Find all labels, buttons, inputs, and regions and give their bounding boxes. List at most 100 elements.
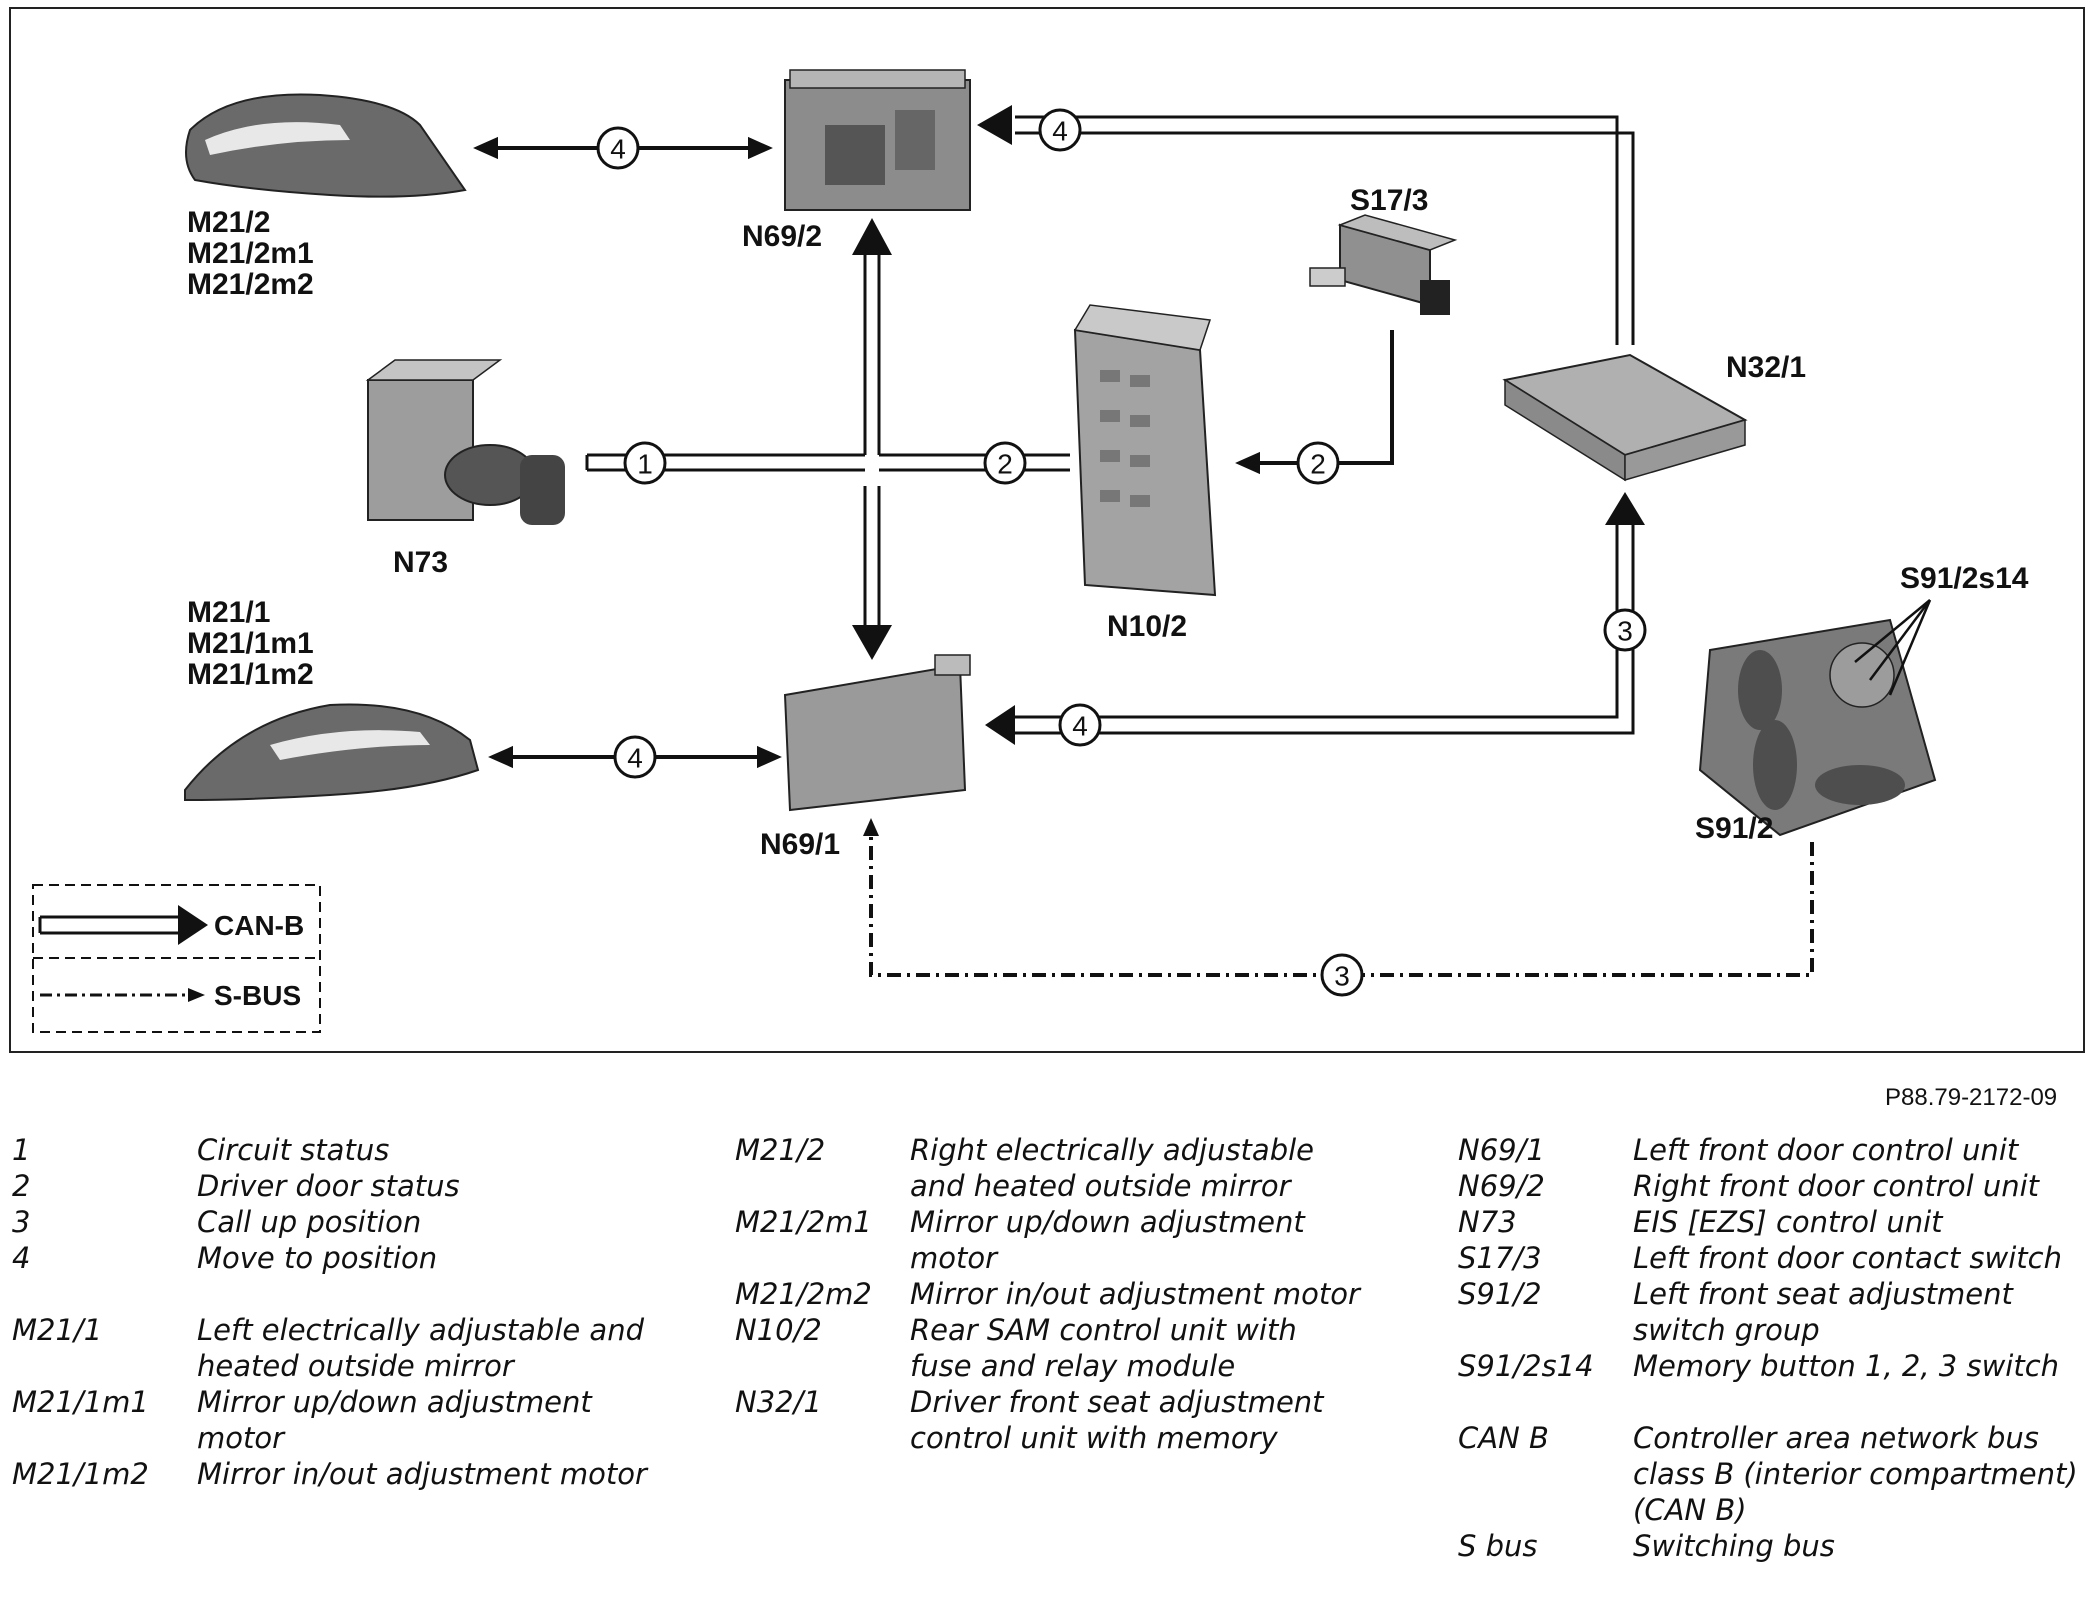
legend-key: 4	[12, 1241, 31, 1275]
network-diagram: 4 4 1 2 2 3 4 4 3	[9, 7, 2085, 1053]
legend-description: Call up position	[197, 1204, 657, 1240]
legend-description-line: and heated outside mirror	[910, 1169, 1291, 1203]
legend-description-line: Right front door control unit	[1633, 1169, 2040, 1203]
can-b-line-n32-n69-1	[1015, 525, 1635, 735]
n69-1-unit-icon	[783, 654, 971, 812]
can-b-line-n32-n69-2	[1015, 115, 1635, 345]
label-m21-2m1: M21/2m1	[187, 237, 314, 270]
legend-key: S bus	[1458, 1529, 1538, 1563]
legend-description-line: Circuit status	[197, 1133, 390, 1167]
label-m21-1m2: M21/1m2	[187, 658, 314, 691]
legend-description-line: Left front door control unit	[1633, 1133, 2019, 1167]
connector-4-a: 4	[610, 134, 626, 165]
legend-key: M21/2m2	[735, 1277, 872, 1311]
arrowhead-s-bus	[863, 818, 879, 836]
legend-description: Mirror in/out adjustment motor	[910, 1276, 1370, 1312]
legend-description-line: Call up position	[197, 1205, 422, 1239]
legend-entry: S bus Switching bus	[1458, 1528, 2093, 1564]
can-b-line-horizontal	[585, 453, 1070, 472]
legend-description-line: Controller area network bus	[1633, 1421, 2039, 1455]
legend-description-line: EIS [EZS] control unit	[1633, 1205, 1943, 1239]
legend-description-line: (CAN B)	[1633, 1493, 1747, 1527]
label-s17-3: S17/3	[1350, 184, 1428, 217]
connector-1: 1	[637, 449, 653, 480]
legend-description-line: Mirror up/down adjustment	[197, 1385, 592, 1419]
legend-description-line: Switching bus	[1633, 1529, 1835, 1563]
label-n32-1: N32/1	[1726, 351, 1806, 384]
connector-circles: 4 4 1 2 2 3 4 4 3	[596, 108, 1647, 997]
legend-description-line: motor	[197, 1421, 285, 1455]
mirror-left-icon	[184, 703, 480, 802]
connector-3-b: 3	[1334, 961, 1350, 992]
legend-key: N10/2	[735, 1313, 822, 1347]
arrowhead-n32-up	[1605, 492, 1645, 525]
label-m21-2m2: M21/2m2	[187, 268, 314, 301]
legend-description-line: Mirror in/out adjustment motor	[197, 1457, 647, 1491]
label-m21-1m1: M21/1m1	[187, 627, 314, 660]
legend-entry: 2 Driver door status	[12, 1168, 657, 1204]
connector-3-a: 3	[1617, 616, 1633, 647]
arrowhead-n69-1-down	[852, 625, 892, 660]
s-bus-line	[869, 830, 1814, 977]
legend-key: N32/1	[735, 1385, 822, 1419]
arrowhead-n69-2-right	[977, 105, 1012, 145]
connector-4-d: 4	[627, 743, 643, 774]
legend-description: Mirror in/out adjustment motor	[197, 1456, 657, 1492]
arrowhead-e	[1235, 451, 1260, 475]
legend-can-b: CAN-B	[214, 910, 304, 941]
s91-2s14-pointers	[1854, 599, 1932, 696]
arrowhead-c	[488, 745, 513, 769]
legend-description-line: heated outside mirror	[197, 1349, 514, 1383]
mirror-right-icon	[185, 93, 467, 198]
can-b-line-vertical	[863, 255, 881, 625]
legend-key: 2	[12, 1169, 31, 1203]
legend-description-line: Driver front seat adjustment	[910, 1385, 1324, 1419]
legend-description-line: Left front seat adjustment	[1633, 1277, 2013, 1311]
legend-description: Driver door status	[197, 1168, 657, 1204]
arrowhead-d	[757, 745, 782, 769]
legend-description: EIS [EZS] control unit	[1633, 1204, 2093, 1240]
legend-description: Memory button 1, 2, 3 switch	[1633, 1348, 2093, 1384]
n10-2-sam-icon	[1073, 304, 1217, 597]
legend-key: M21/1	[12, 1313, 103, 1347]
legend-description-line: Driver door status	[197, 1169, 460, 1203]
n69-2-unit-icon	[784, 69, 971, 211]
legend-description: Circuit status	[197, 1132, 657, 1168]
s17-3-switch-icon	[1309, 214, 1458, 315]
label-m21-2: M21/2	[187, 206, 270, 239]
label-n69-1: N69/1	[760, 828, 840, 861]
legend-key: S91/2s14	[1458, 1349, 1594, 1383]
connector-4-c: 4	[1072, 711, 1088, 742]
legend-key: CAN B	[1458, 1421, 1549, 1455]
legend-description-line: class B (interior compartment)	[1633, 1457, 2078, 1491]
legend-description-line: motor	[910, 1241, 998, 1275]
legend-description-line: Left electrically adjustable and	[197, 1313, 644, 1347]
legend-description: Left front door contact switch	[1633, 1240, 2093, 1276]
n73-ignition-icon	[365, 359, 565, 525]
label-n69-2: N69/2	[742, 220, 822, 253]
legend-description-line: switch group	[1633, 1313, 1820, 1347]
arrowhead-n69-2-up	[852, 218, 892, 255]
